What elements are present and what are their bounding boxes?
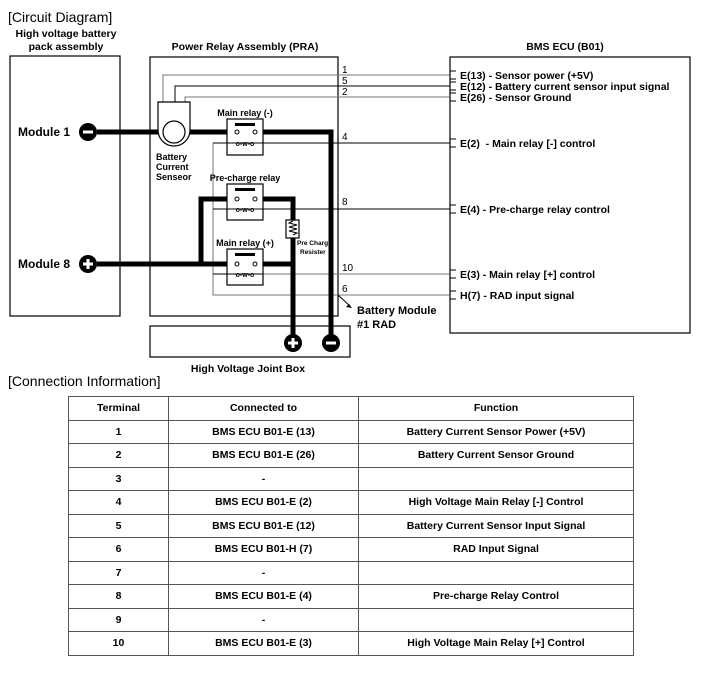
relay-label: Pre-charge relay bbox=[210, 173, 281, 183]
table-row: 7- bbox=[68, 560, 634, 585]
cell-function bbox=[358, 607, 634, 632]
main-relay-minus: Main relay (-) o-w-o bbox=[217, 108, 273, 156]
cell-terminal: 1 bbox=[68, 419, 169, 444]
cell-connected-to: BMS ECU B01-E (26) bbox=[168, 443, 359, 468]
connection-title: [Connection Information] bbox=[8, 373, 161, 389]
precharge-relay: Pre-charge relay o-w-o bbox=[210, 173, 281, 221]
pra-title: Power Relay Assembly (PRA) bbox=[172, 41, 319, 53]
svg-text:o-w-o: o-w-o bbox=[236, 141, 255, 148]
wire-number: 10 bbox=[342, 263, 354, 274]
ecu-pin-label: E(26) - Sensor Ground bbox=[460, 92, 571, 104]
header-connected-to: Connected to bbox=[168, 396, 359, 421]
cell-function: Battery Current Sensor Ground bbox=[358, 443, 634, 468]
cell-connected-to: BMS ECU B01-E (4) bbox=[168, 584, 359, 609]
cell-connected-to: - bbox=[168, 607, 359, 632]
ecu-pin-label: E(3) - Main relay [+] control bbox=[460, 269, 595, 281]
module-8-label: Module 8 bbox=[18, 257, 70, 271]
cell-terminal: 9 bbox=[68, 607, 169, 632]
cell-terminal: 4 bbox=[68, 490, 169, 515]
cell-function: High Voltage Main Relay [-] Control bbox=[358, 490, 634, 515]
table-row: 3- bbox=[68, 466, 634, 491]
cell-function: Battery Current Sensor Power (+5V) bbox=[358, 419, 634, 444]
cell-function: RAD Input Signal bbox=[358, 537, 634, 562]
cell-connected-to: BMS ECU B01-E (2) bbox=[168, 490, 359, 515]
sensor-label: Senseor bbox=[156, 172, 192, 182]
svg-text:o-w-o: o-w-o bbox=[236, 272, 255, 279]
main-relay-plus: Main relay (+) o-w-o bbox=[216, 238, 274, 286]
rad-label: #1 RAD bbox=[357, 319, 396, 331]
cell-terminal: 5 bbox=[68, 513, 169, 538]
sensor-label: Battery bbox=[156, 152, 187, 162]
battery-pack-box bbox=[9, 55, 121, 317]
cell-function bbox=[358, 560, 634, 585]
bms-title: BMS ECU (B01) bbox=[526, 41, 604, 53]
cell-terminal: 8 bbox=[68, 584, 169, 609]
cell-connected-to: - bbox=[168, 466, 359, 491]
wire-number: 8 bbox=[342, 197, 348, 208]
module-1-label: Module 1 bbox=[18, 125, 70, 139]
diagram-title: [Circuit Diagram] bbox=[8, 9, 112, 25]
cell-connected-to: - bbox=[168, 560, 359, 585]
cell-function: Battery Current Sensor Input Signal bbox=[358, 513, 634, 538]
hv-joint-box-label: High Voltage Joint Box bbox=[191, 363, 305, 375]
cell-function bbox=[358, 466, 634, 491]
cell-connected-to: BMS ECU B01-E (12) bbox=[168, 513, 359, 538]
svg-text:o-w-o: o-w-o bbox=[236, 207, 255, 214]
wire-number: 4 bbox=[342, 132, 348, 143]
bms-ecu-box bbox=[449, 56, 691, 334]
hv-joint-box bbox=[149, 325, 351, 358]
relay-label: Main relay (-) bbox=[217, 108, 273, 118]
table-row: 9- bbox=[68, 607, 634, 632]
resistor-label: Resister bbox=[300, 249, 326, 256]
ecu-pin-label: H(7) - RAD input signal bbox=[460, 290, 574, 302]
sensor-label: Current bbox=[156, 162, 189, 172]
cell-connected-to: BMS ECU B01-H (7) bbox=[168, 537, 359, 562]
cell-terminal: 6 bbox=[68, 537, 169, 562]
cell-terminal: 3 bbox=[68, 466, 169, 491]
resistor-label: Pre Charge bbox=[297, 240, 332, 247]
cell-function: Pre-charge Relay Control bbox=[358, 584, 634, 609]
wire-number: 6 bbox=[342, 284, 348, 295]
wire-number: 1 bbox=[342, 65, 348, 76]
cell-terminal: 7 bbox=[68, 560, 169, 585]
cell-function: High Voltage Main Relay [+] Control bbox=[358, 631, 634, 656]
header-function: Function bbox=[358, 396, 634, 421]
table-header: Terminal Connected to Function bbox=[68, 396, 634, 421]
cell-connected-to: BMS ECU B01-E (13) bbox=[168, 419, 359, 444]
rad-label: Battery Module bbox=[357, 305, 436, 317]
wire-number: 2 bbox=[342, 87, 348, 98]
ecu-pin-label: E(2) - Main relay [-] control bbox=[460, 138, 595, 150]
wire-number: 5 bbox=[342, 76, 348, 87]
header-terminal: Terminal bbox=[68, 396, 169, 421]
cell-terminal: 10 bbox=[68, 631, 169, 656]
battery-pack-label: High voltage battery bbox=[16, 28, 117, 40]
ecu-pin-label: E(4) - Pre-charge relay control bbox=[460, 204, 610, 216]
ecu-pin-label: E(12) - Battery current sensor input sig… bbox=[460, 81, 670, 93]
cell-connected-to: BMS ECU B01-E (3) bbox=[168, 631, 359, 656]
relay-label: Main relay (+) bbox=[216, 238, 274, 248]
cell-terminal: 2 bbox=[68, 443, 169, 468]
battery-pack-label: pack assembly bbox=[29, 41, 104, 53]
ecu-pin-label: E(13) - Sensor power (+5V) bbox=[460, 70, 593, 82]
